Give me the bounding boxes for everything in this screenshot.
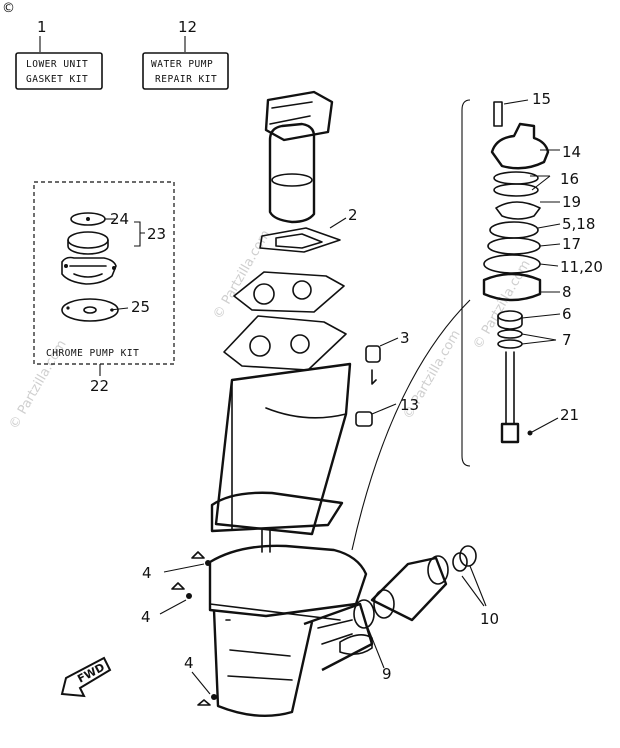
callout-7: 7	[562, 331, 572, 349]
callout-17: 17	[562, 235, 581, 253]
pump-to-case-line	[351, 299, 471, 551]
callout-21: 21	[560, 406, 579, 424]
lower-unit-gasket-kit-box[interactable]: 1 LOWER UNIT GASKET KIT	[15, 18, 103, 90]
callout-5-18: 5,18	[562, 215, 595, 233]
screw-4c[interactable]: 4	[184, 654, 217, 706]
callout-4b: 4	[141, 608, 151, 626]
callout-1: 1	[37, 18, 47, 36]
water-pump-repair-kit-box[interactable]: 12 WATER PUMP REPAIR KIT	[142, 18, 229, 90]
copyright-mark: ©	[2, 1, 15, 16]
callout-16: 16	[560, 170, 579, 188]
callout-13: 13	[400, 396, 419, 414]
callout-12: 12	[178, 18, 197, 36]
water-pump-stack[interactable]: 15 14 16 19 5,18 17 11,20 8 6	[482, 90, 603, 444]
callout-4c: 4	[184, 654, 194, 672]
kit-label-line2: GASKET KIT	[26, 74, 88, 85]
forward-arrow-icon: FWD	[60, 656, 112, 698]
callout-22: 22	[90, 377, 109, 395]
callout-2: 2	[348, 206, 358, 224]
chrome-pump-kit-label: CHROME PUMP KIT	[46, 348, 139, 359]
callout-10: 10	[480, 610, 499, 628]
mount-gaskets[interactable]	[223, 271, 347, 371]
drive-shaft-housing[interactable]	[210, 362, 352, 553]
callout-23: 23	[147, 225, 166, 243]
callout-11-20: 11,20	[560, 258, 603, 276]
part-3-grommet[interactable]: 3	[365, 329, 410, 385]
exhaust-tube[interactable]	[264, 90, 334, 224]
screw-4b[interactable]: 4	[141, 582, 192, 626]
propshaft-assembly[interactable]: 10 9	[339, 545, 499, 683]
part-13-seal[interactable]: 13	[355, 396, 419, 427]
callout-3: 3	[400, 329, 410, 347]
kit-label-line2: REPAIR KIT	[155, 74, 217, 85]
gear-case[interactable]	[208, 544, 374, 717]
assembly-bracket	[461, 99, 471, 467]
gasket-2[interactable]: 2	[259, 206, 358, 253]
callout-8: 8	[562, 283, 572, 301]
callout-24: 24	[110, 210, 129, 228]
callout-25: 25	[131, 298, 150, 316]
kit-label-line1: WATER PUMP	[151, 59, 213, 70]
callout-9: 9	[382, 665, 392, 683]
watermark-text: © Partzilla.com	[210, 228, 273, 322]
callout-6: 6	[562, 305, 572, 323]
callout-4a: 4	[142, 564, 152, 582]
callout-19: 19	[562, 193, 581, 211]
kit-label-line1: LOWER UNIT	[26, 59, 88, 70]
screw-4a[interactable]: 4	[142, 551, 211, 582]
chrome-pump-kit-box[interactable]: 24 23 25 CHROME PUMP KIT 22	[33, 181, 175, 395]
callout-15: 15	[532, 90, 551, 108]
callout-14: 14	[562, 143, 581, 161]
